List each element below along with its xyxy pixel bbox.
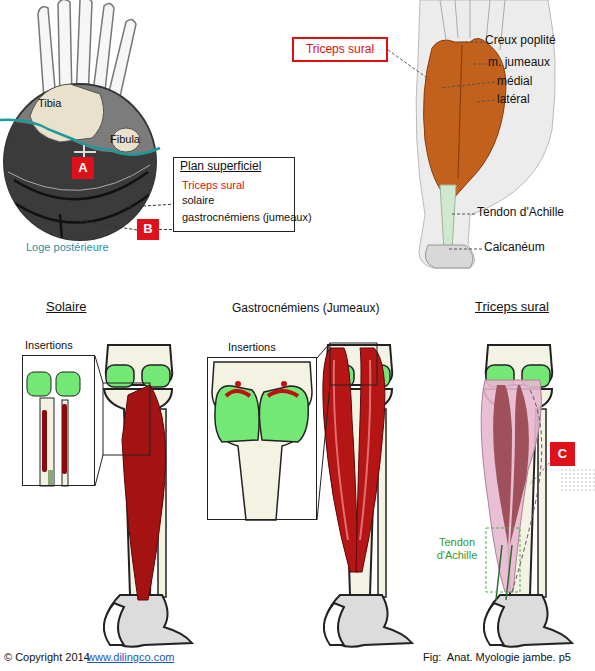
leader-line bbox=[470, 64, 486, 65]
inset-tibia bbox=[40, 398, 54, 486]
condyle-cap bbox=[215, 386, 259, 442]
insertion-mark bbox=[42, 410, 47, 472]
text-label: Calcanéum bbox=[484, 241, 545, 255]
triceps-figure bbox=[481, 345, 595, 647]
inset-heading: Insertions bbox=[25, 339, 73, 352]
box-text: solaire bbox=[182, 194, 294, 207]
tendon-frame bbox=[486, 528, 520, 592]
achilles-tendon bbox=[440, 185, 456, 250]
insertion-mark bbox=[62, 404, 67, 474]
compartment-line bbox=[0, 120, 160, 155]
gastrocnemius-head bbox=[493, 385, 512, 545]
text-label: Fig: Anat. Myologie jambe. p5 bbox=[423, 651, 571, 664]
text-label: © Copyright 2014 bbox=[4, 651, 90, 664]
insertion-mark bbox=[281, 381, 287, 387]
leader-line bbox=[128, 204, 176, 207]
insertion-mark bbox=[268, 391, 298, 396]
leader-line bbox=[448, 249, 482, 250]
gastrocnemius-head bbox=[510, 385, 529, 545]
text-label: Tendon d'Achille bbox=[430, 536, 484, 561]
insertion-mark bbox=[235, 381, 241, 387]
inset-tendon bbox=[48, 470, 54, 486]
zoom-line bbox=[95, 356, 103, 486]
text-label: Triceps sural bbox=[475, 300, 549, 315]
text-label: Gastrocnémiens (Jumeaux) bbox=[232, 302, 379, 316]
text-label: Tibia bbox=[38, 97, 61, 110]
text-label: Fibula bbox=[110, 133, 140, 146]
condyle-cap bbox=[27, 372, 51, 396]
posterior-leg bbox=[388, 0, 555, 268]
box-text: gastrocnémiens (jumeaux) bbox=[182, 211, 294, 224]
soleus-figure bbox=[22, 345, 192, 647]
leader-line bbox=[476, 100, 495, 102]
tendon-lines bbox=[496, 545, 512, 600]
leg-outline bbox=[416, 0, 555, 268]
text-label: Loge postérieure bbox=[26, 241, 109, 254]
callout-square: A bbox=[72, 157, 94, 179]
cross-section bbox=[0, 0, 176, 250]
leader-connector bbox=[159, 229, 173, 230]
leader-line bbox=[440, 82, 495, 88]
callout-square: C bbox=[550, 442, 575, 466]
text-label: Tendon d'Achille bbox=[477, 206, 564, 220]
soleus-outline bbox=[481, 380, 541, 592]
box-text: Plan superficiel bbox=[180, 160, 294, 174]
muscle-highlight bbox=[334, 360, 371, 540]
title-box: Triceps sural bbox=[292, 37, 388, 62]
zoom-frame bbox=[330, 343, 377, 385]
callout-letter: B bbox=[143, 222, 152, 237]
text-label: médial bbox=[497, 75, 532, 89]
calcaneus bbox=[425, 245, 473, 268]
gastrocnemius-figure bbox=[207, 343, 412, 647]
text-label: Solaire bbox=[46, 300, 86, 315]
zoom-line bbox=[317, 343, 330, 520]
inset-box: Insertions bbox=[207, 357, 317, 520]
tibia-section bbox=[30, 84, 104, 142]
soleus-muscle bbox=[122, 385, 166, 600]
callout-letter: A bbox=[78, 161, 87, 176]
text-label: Creux poplité bbox=[485, 34, 556, 48]
text-label: m. jumeaux bbox=[488, 56, 550, 70]
text-label: latéral bbox=[497, 93, 530, 107]
inset-bg bbox=[207, 357, 317, 520]
gastrocnemius-head bbox=[323, 348, 358, 572]
leader-line bbox=[450, 214, 475, 215]
muscle-division bbox=[458, 45, 462, 178]
leader-line bbox=[60, 218, 137, 230]
inset-heading: Insertions bbox=[228, 341, 276, 354]
condyle-cap bbox=[56, 372, 80, 396]
dotted-area bbox=[560, 467, 595, 491]
callout-square: B bbox=[137, 219, 159, 240]
inset-bg bbox=[22, 355, 95, 486]
dashed-outline bbox=[512, 390, 542, 592]
condyle-cap bbox=[259, 386, 308, 442]
box-text: Triceps sural bbox=[306, 43, 374, 57]
leader-line bbox=[388, 50, 430, 80]
bone bbox=[38, 7, 56, 100]
leader-line bbox=[530, 460, 552, 484]
box-text: Triceps sural bbox=[182, 179, 294, 192]
insertion-mark bbox=[226, 391, 250, 396]
zoom-frame bbox=[103, 383, 150, 455]
inset-fibula bbox=[62, 400, 68, 486]
muscle-septum bbox=[10, 194, 150, 223]
legend-box: Plan superficielTriceps sural solaire gast… bbox=[173, 157, 295, 232]
text-label: www.dilingco.com bbox=[87, 651, 174, 664]
inset-box: Insertions bbox=[22, 355, 95, 486]
leader-line bbox=[462, 42, 483, 43]
posterior-compartment bbox=[0, 122, 160, 250]
callout-letter: C bbox=[558, 447, 567, 462]
